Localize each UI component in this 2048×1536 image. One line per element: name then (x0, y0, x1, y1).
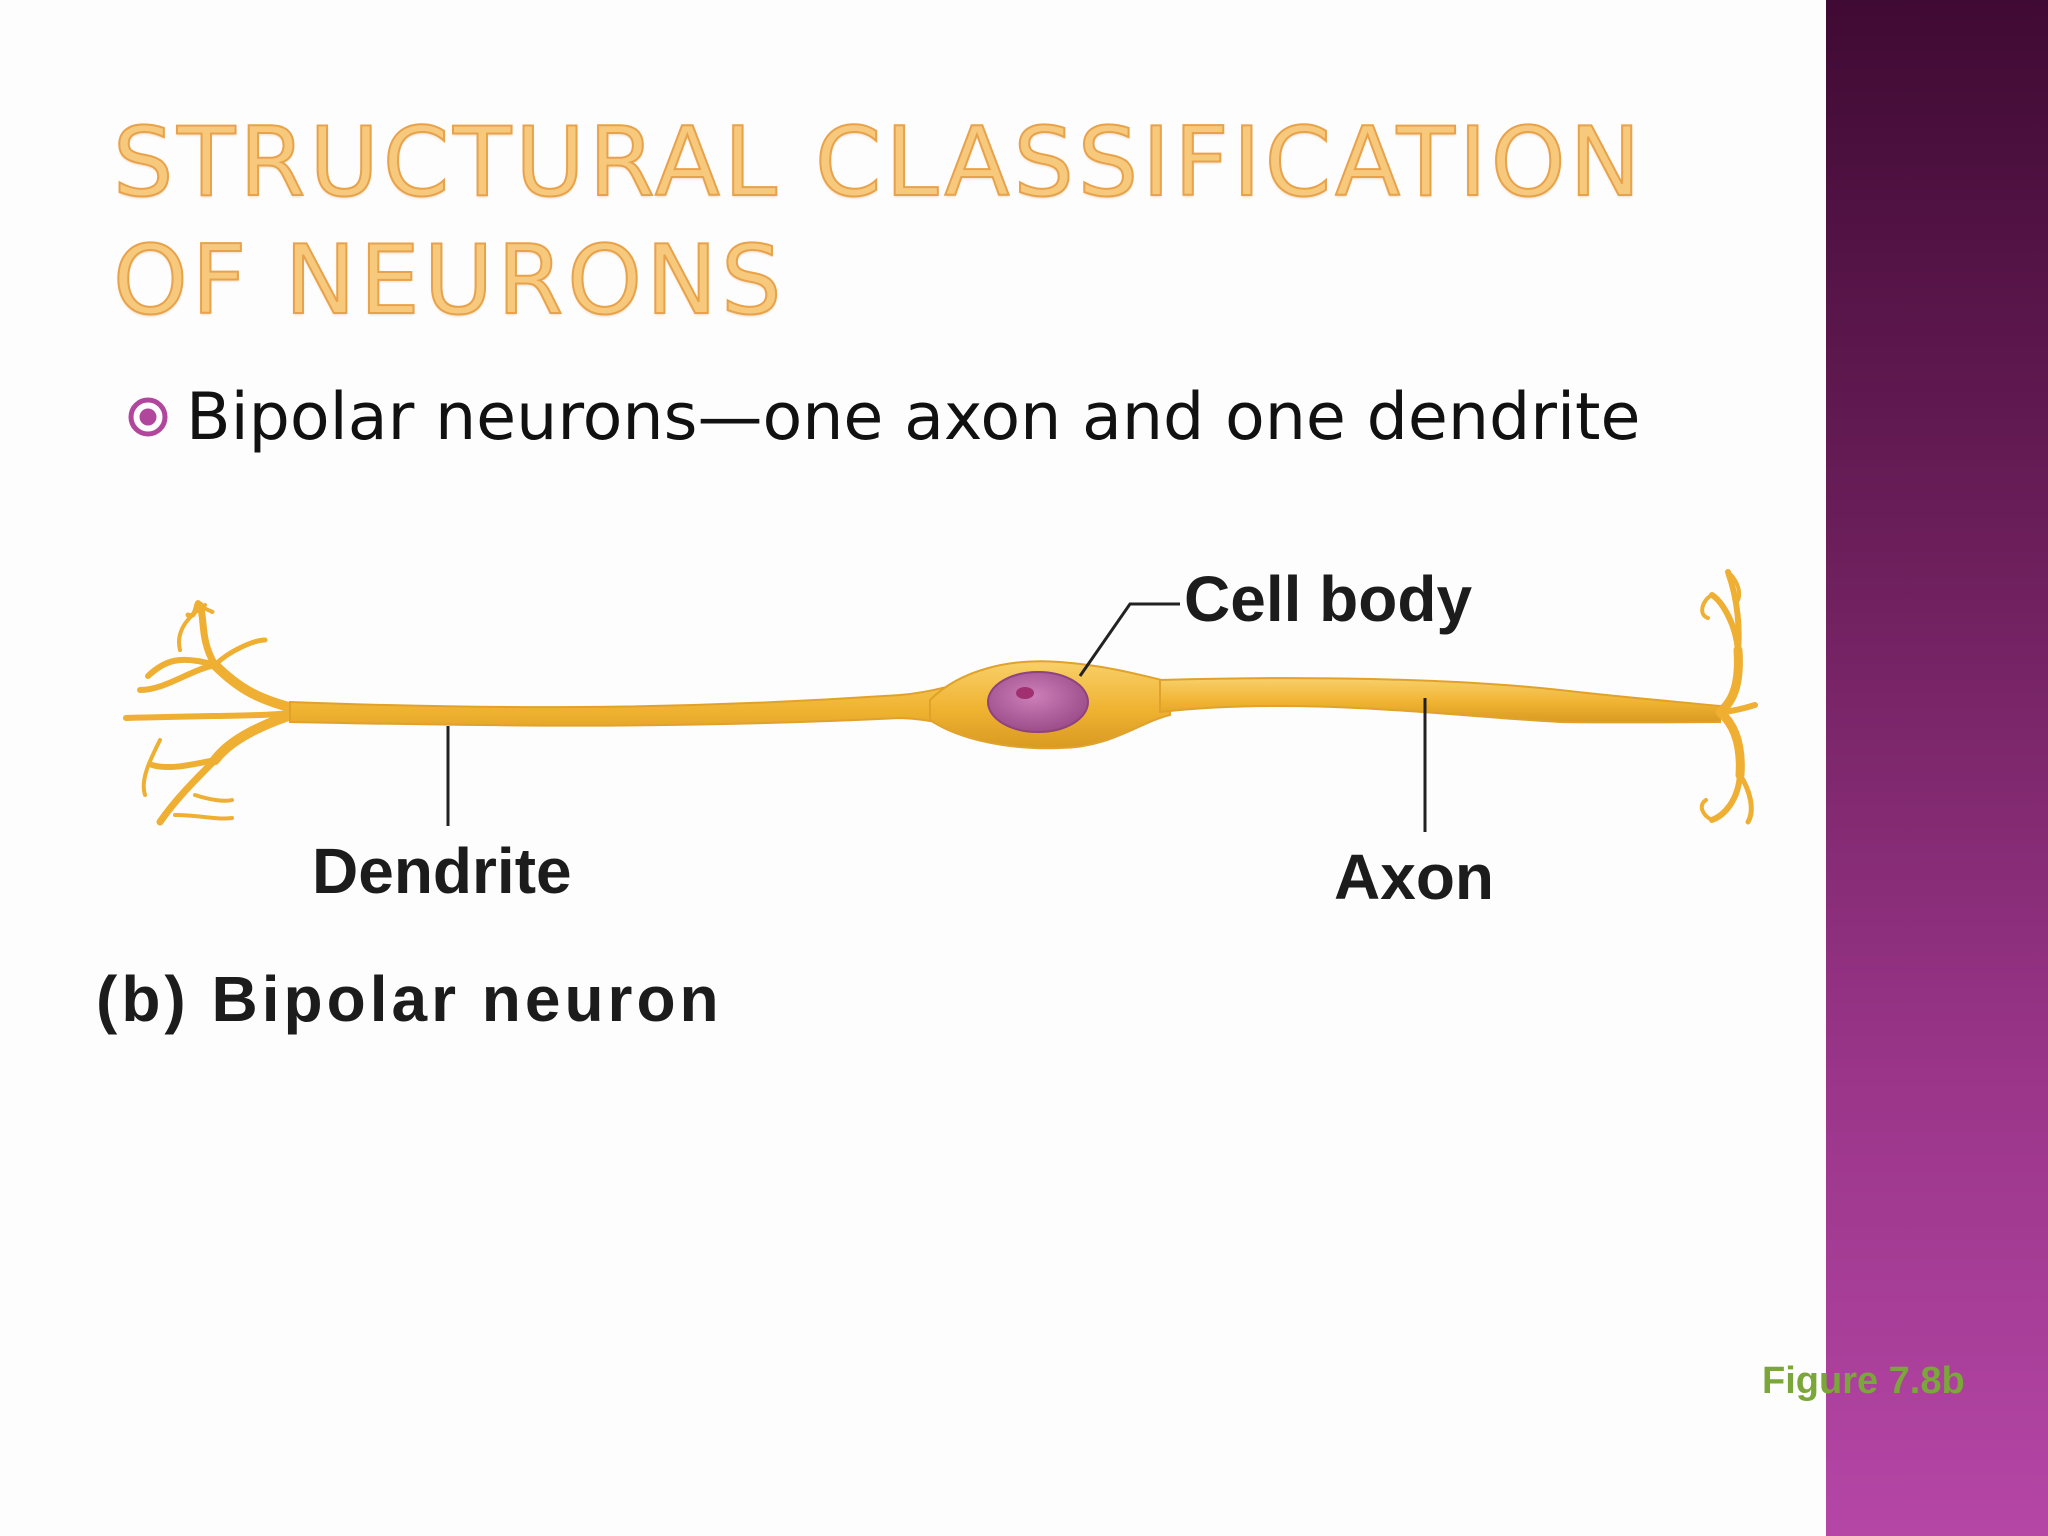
target-bullet-icon (128, 397, 168, 437)
dendrite-label: Dendrite (312, 835, 572, 907)
dendrite-branches (123, 600, 305, 826)
leader-lines (446, 602, 1427, 832)
figure-reference: Figure 7.8b (1762, 1360, 1965, 1402)
dendrite-fiber (289, 660, 1041, 750)
nucleolus (1016, 687, 1034, 699)
cell-body-label: Cell body (1184, 563, 1473, 635)
nucleus (987, 671, 1089, 733)
figure-caption: (b) Bipolar neuron (96, 963, 723, 1035)
bullet-item: Bipolar neurons—one axon and one dendrit… (126, 377, 1641, 457)
slide-title: STRUCTURAL CLASSIFICATION OF NEURONS (112, 107, 1645, 337)
decorative-sidebar (1826, 0, 2048, 1536)
axon-terminals (1699, 569, 1758, 825)
axon-fiber (1159, 677, 1721, 724)
bipolar-neuron-diagram (123, 569, 1758, 832)
axon-label: Axon (1334, 841, 1494, 913)
bullet-text: Bipolar neurons—one axon and one dendrit… (186, 379, 1641, 455)
